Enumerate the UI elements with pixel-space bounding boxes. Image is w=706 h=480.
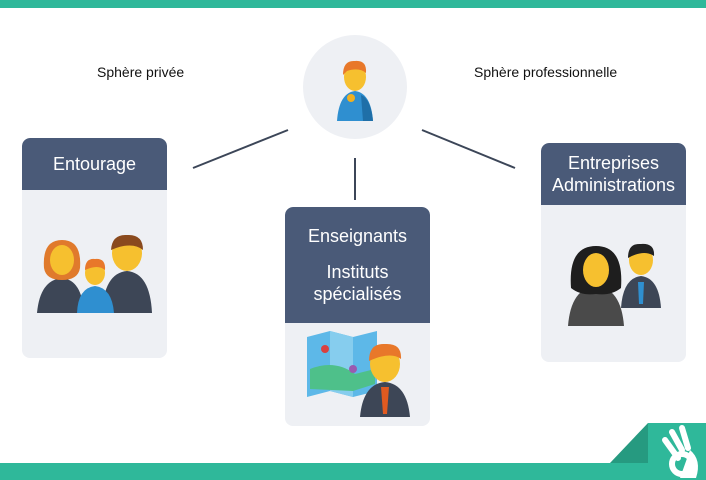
bottom-accent-bar <box>0 463 706 480</box>
business-people-icon <box>568 243 661 326</box>
label-private-sphere: Sphère privée <box>97 64 185 80</box>
card-entreprises: Entreprises Administrations <box>541 143 686 362</box>
card-header: Enseignants Instituts spécialisés <box>285 207 430 323</box>
teacher-map-icon <box>307 331 410 417</box>
card-header: Entourage <box>22 138 167 190</box>
card-title-line: Entreprises <box>567 153 660 173</box>
top-accent-bar <box>0 0 706 8</box>
central-person <box>303 35 407 139</box>
connector-left <box>192 129 289 169</box>
card-enseignants: Enseignants Instituts spécialisés <box>285 207 430 426</box>
card-entourage: Entourage <box>22 138 167 358</box>
card-header: Entreprises Administrations <box>541 143 686 205</box>
connector-right <box>421 129 516 169</box>
card-title-spacer <box>285 247 430 261</box>
card-title-line: Administrations <box>551 175 676 195</box>
family-icon <box>37 234 152 313</box>
ok-hand-logo-icon <box>610 423 706 480</box>
card-title-line: spécialisés <box>313 284 402 304</box>
card-title-line: Instituts <box>326 262 389 282</box>
card-title-line: Enseignants <box>307 226 408 246</box>
person-icon <box>337 60 373 121</box>
label-professional-sphere: Sphère professionnelle <box>474 64 618 80</box>
card-title: Entourage <box>52 153 137 174</box>
